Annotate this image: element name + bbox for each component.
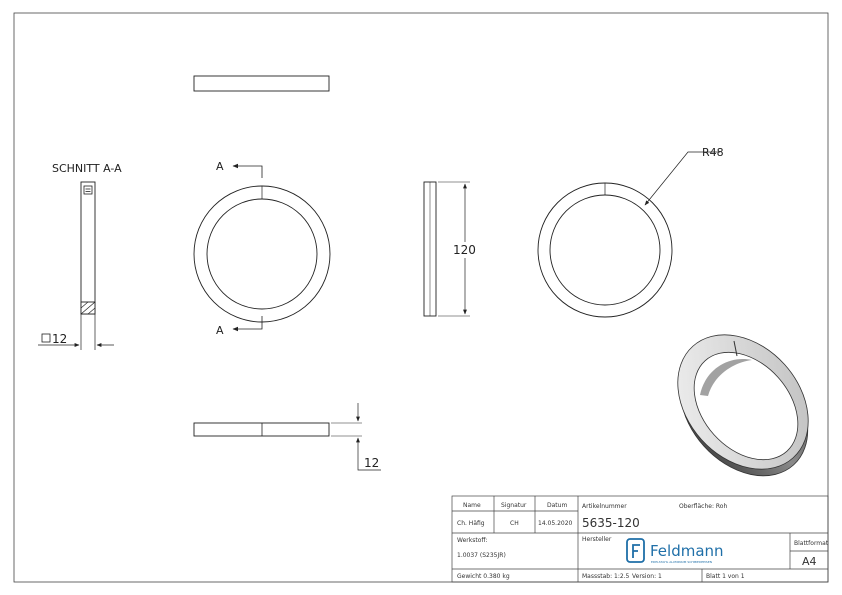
manufacturer-label: Hersteller — [582, 536, 612, 543]
front-view-ring — [193, 185, 331, 323]
header-datum: Datum — [547, 502, 567, 509]
svg-text:A: A — [216, 160, 224, 173]
thickness-dimension-label: 12 — [364, 456, 379, 470]
square-dimension: 12 — [38, 314, 114, 350]
article-number-label: Artikelnummer — [582, 503, 627, 510]
title-block — [451, 495, 829, 583]
feldmann-logo: Feldmann EDELSTAHL ALUMINIUM SCHMIEDEEIS… — [626, 538, 724, 564]
height-dimension: 120 — [438, 181, 476, 317]
svg-text:A: A — [216, 324, 224, 337]
height-dimension-label: 120 — [453, 243, 476, 257]
material-value: 1.0037 (S235JR) — [457, 552, 506, 559]
bottom-view-bar — [193, 422, 330, 437]
brand-name: Feldmann — [650, 542, 724, 560]
radius-dimension: R48 — [644, 146, 724, 206]
isometric-ring — [677, 334, 809, 477]
header-signatur: Signatur — [501, 502, 527, 509]
version: Version: 1 — [632, 573, 662, 580]
section-view — [80, 181, 96, 315]
thickness-dimension: 12 — [331, 403, 381, 471]
sheet-format-label: Blattformat — [794, 540, 829, 547]
weight: Gewicht 0.380 kg — [457, 573, 510, 580]
scale: Massstab: 1:2.5 — [582, 573, 630, 580]
right-view-ring — [537, 182, 673, 318]
square-dimension-label: 12 — [52, 332, 67, 346]
square-symbol-icon — [41, 333, 51, 343]
drafter-name: Ch. Häfig — [457, 520, 485, 527]
sheet-number: Blatt 1 von 1 — [706, 573, 745, 580]
section-title: SCHNITT A-A — [52, 162, 122, 175]
section-marker-bottom: A — [216, 316, 263, 337]
feldmann-logo-icon — [626, 538, 645, 563]
material-label: Werkstoff: — [457, 537, 488, 544]
sheet-format-value: A4 — [802, 555, 817, 568]
top-view-bar — [193, 75, 330, 92]
sheet-border — [13, 12, 829, 583]
side-view — [423, 181, 437, 317]
brand-tagline: EDELSTAHL ALUMINIUM SCHMIEDEEISEN — [651, 560, 712, 564]
article-number: 5635-120 — [582, 516, 640, 530]
drawing-date: 14.05.2020 — [538, 520, 573, 527]
radius-dimension-label: R48 — [702, 146, 724, 159]
section-marker-top: A — [216, 160, 263, 178]
drafter-signature: CH — [510, 520, 519, 527]
surface-finish: Oberfläche: Roh — [679, 503, 727, 510]
header-name: Name — [463, 502, 481, 509]
